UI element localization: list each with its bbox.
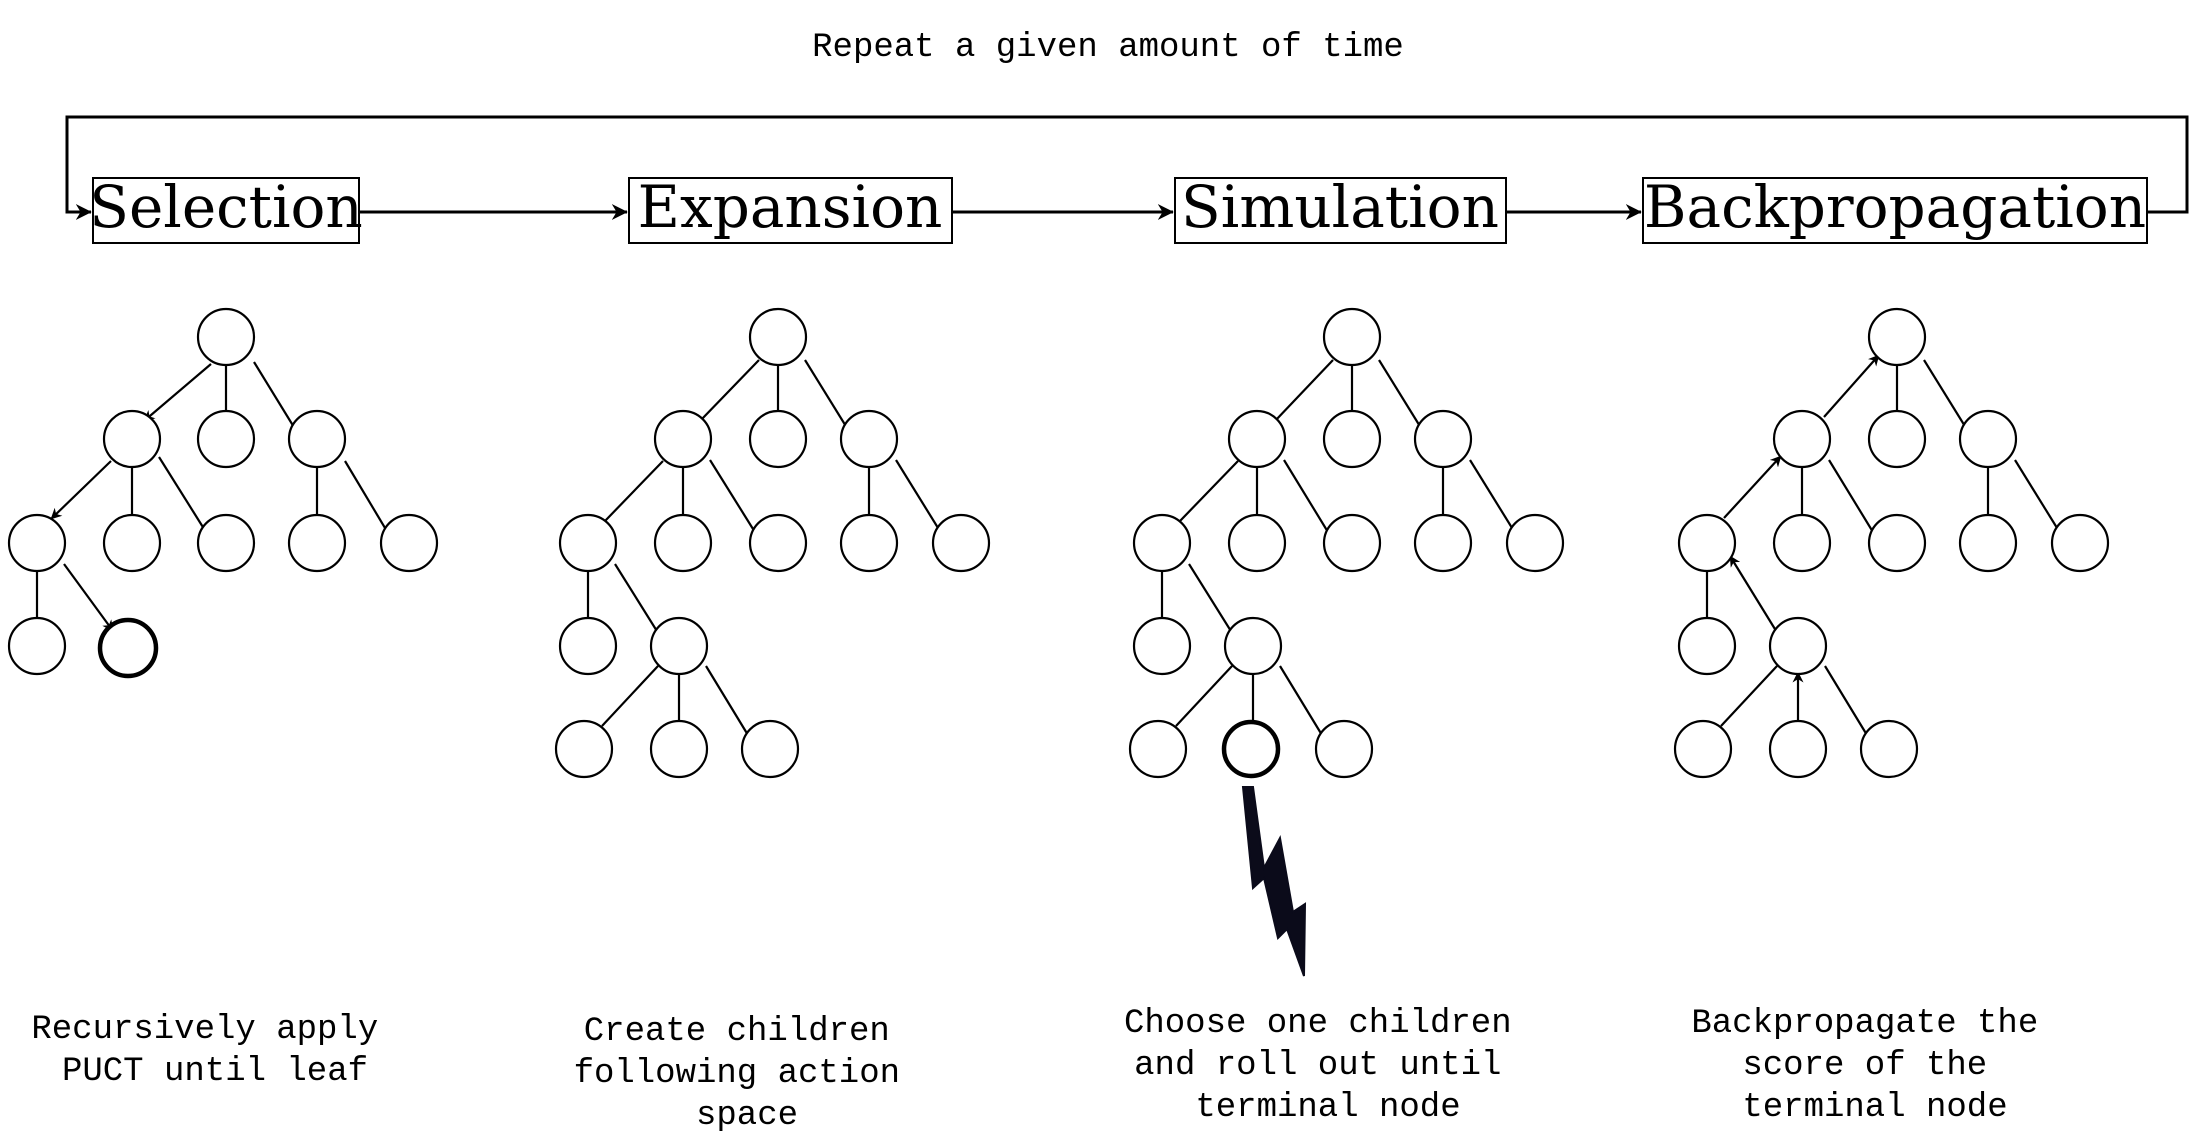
tree-node [1132,616,1192,676]
tree-node [1227,513,1287,573]
tree-node [196,513,256,573]
tree-node [1772,513,1832,573]
stage-box-backpropagation: Backpropagation [1642,173,2148,244]
stage-box-expansion: Expansion [628,173,953,244]
tree-selection [7,307,439,679]
tree-node [196,307,256,367]
tree-node [1768,616,1828,676]
stage-box-selection: Selection [89,173,363,244]
caption-line: Backpropagate the [1691,1005,2038,1043]
tree-node [1322,513,1382,573]
loop-label: Repeat a given amount of time [812,29,1404,67]
caption-backpropagation: Backpropagate the score of the terminal … [1691,1005,2058,1127]
caption-expansion: Create children following action space [574,1013,921,1135]
tree-node [748,513,808,573]
tree-node [102,409,162,469]
tree-node [558,513,618,573]
tree-node [748,307,808,367]
tree-node [7,513,67,573]
caption-line: terminal node [1742,1089,2007,1127]
stage-box-simulation: Simulation [1174,173,1507,244]
caption-line: Choose one children [1124,1005,1512,1043]
caption-line: Create children [584,1013,890,1051]
caption-line: PUCT until leaf [62,1053,368,1091]
tree-node [1505,513,1565,573]
stage-label-simulation: Simulation [1181,173,1499,241]
caption-simulation: Choose one children and roll out until t… [1124,1005,1532,1127]
tree-expansion [554,307,991,779]
tree-node [1322,307,1382,367]
tree-node [554,719,614,779]
stage-label-selection: Selection [89,173,363,241]
caption-selection: Recursively apply PUCT until leaf [31,1011,398,1091]
tree-node [1867,513,1927,573]
tree-node [1314,719,1374,779]
tree-node [931,513,991,573]
tree-node [287,513,347,573]
stage-label-backpropagation: Backpropagation [1644,173,2146,241]
tree-node-selected-leaf [97,617,159,679]
tree-node [1867,409,1927,469]
tree-node [379,513,439,573]
tree-node [839,513,899,573]
tree-node [1322,409,1382,469]
tree-simulation [1128,307,1565,779]
tree-node [649,616,709,676]
tree-node [558,616,618,676]
tree-node [1958,513,2018,573]
tree-node [740,719,800,779]
tree-node [1867,307,1927,367]
rollout-lightning-icon [1241,786,1307,977]
caption-line: Recursively apply [31,1011,378,1049]
tree-node [1223,616,1283,676]
tree-node [1132,513,1192,573]
tree-node [1128,719,1188,779]
tree-node [196,409,256,469]
tree-backpropagation [1673,307,2110,779]
tree-node [287,409,347,469]
loop-arrow [65,115,2189,220]
tree-node [1673,719,1733,779]
tree-node [1958,409,2018,469]
caption-line: following action [574,1055,900,1093]
tree-node [653,513,713,573]
tree-node [649,719,709,779]
tree-node-chosen-child [1221,719,1281,779]
tree-node [7,616,67,676]
tree-node [1227,409,1287,469]
tree-node [1677,616,1737,676]
tree-node [653,409,713,469]
tree-node [1768,719,1828,779]
tree-node [1772,409,1832,469]
tree-node [748,409,808,469]
tree-node [1677,513,1737,573]
caption-line: score of the [1742,1047,1987,1085]
caption-line: space [696,1097,798,1135]
caption-line: and roll out until [1134,1047,1501,1085]
tree-node [1413,409,1473,469]
stage-label-expansion: Expansion [638,173,943,241]
tree-node [1859,719,1919,779]
tree-node [2050,513,2110,573]
caption-line: terminal node [1195,1089,1460,1127]
tree-node [1413,513,1473,573]
tree-node [102,513,162,573]
tree-node [839,409,899,469]
